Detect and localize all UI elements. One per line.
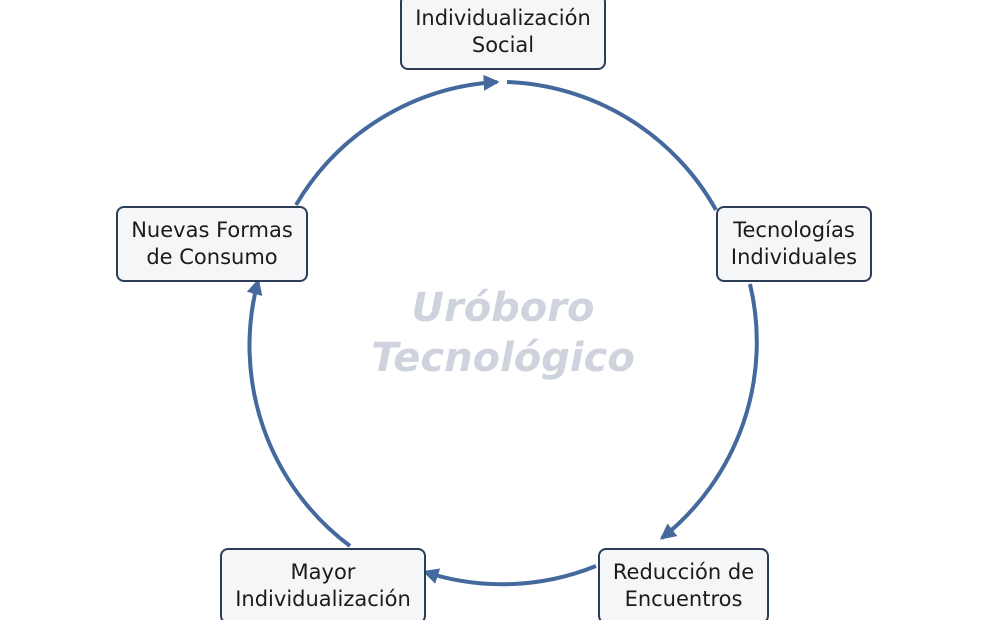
node-label-line: Encuentros — [624, 587, 743, 611]
node-label-line: Individuales — [730, 245, 858, 269]
node-label-line: Mayor — [290, 560, 356, 584]
center-title: Uróboro Tecnológico — [303, 283, 703, 383]
edge-arrow-5 — [294, 74, 500, 207]
node-label-line: Reducción de — [612, 560, 755, 584]
node-label-line: Nuevas Formas — [131, 218, 293, 242]
edge-arrow-2 — [659, 283, 759, 540]
edge-arrow-1 — [506, 80, 718, 211]
node-label-line: Individualización — [235, 587, 411, 611]
edge-arrow-4 — [246, 278, 352, 548]
node-label-line: de Consumo — [146, 245, 278, 269]
center-title-line-2: Tecnológico — [371, 335, 635, 381]
node-label-line: Individualización — [415, 6, 591, 30]
node-nuevas-formas-de-consumo: Nuevas Formas de Consumo — [116, 206, 308, 282]
node-mayor-individualizacion: Mayor Individualización — [220, 548, 426, 620]
center-title-line-1: Uróboro — [411, 285, 595, 331]
node-label-line: Social — [471, 33, 535, 57]
node-label-line: Tecnologías — [733, 218, 855, 242]
edge-arrow-3 — [422, 564, 597, 587]
node-reduccion-de-encuentros: Reducción de Encuentros — [598, 548, 769, 620]
node-individualizacion-social: Individualización Social — [400, 0, 606, 70]
node-tecnologias-individuales: Tecnologías Individuales — [716, 206, 872, 282]
